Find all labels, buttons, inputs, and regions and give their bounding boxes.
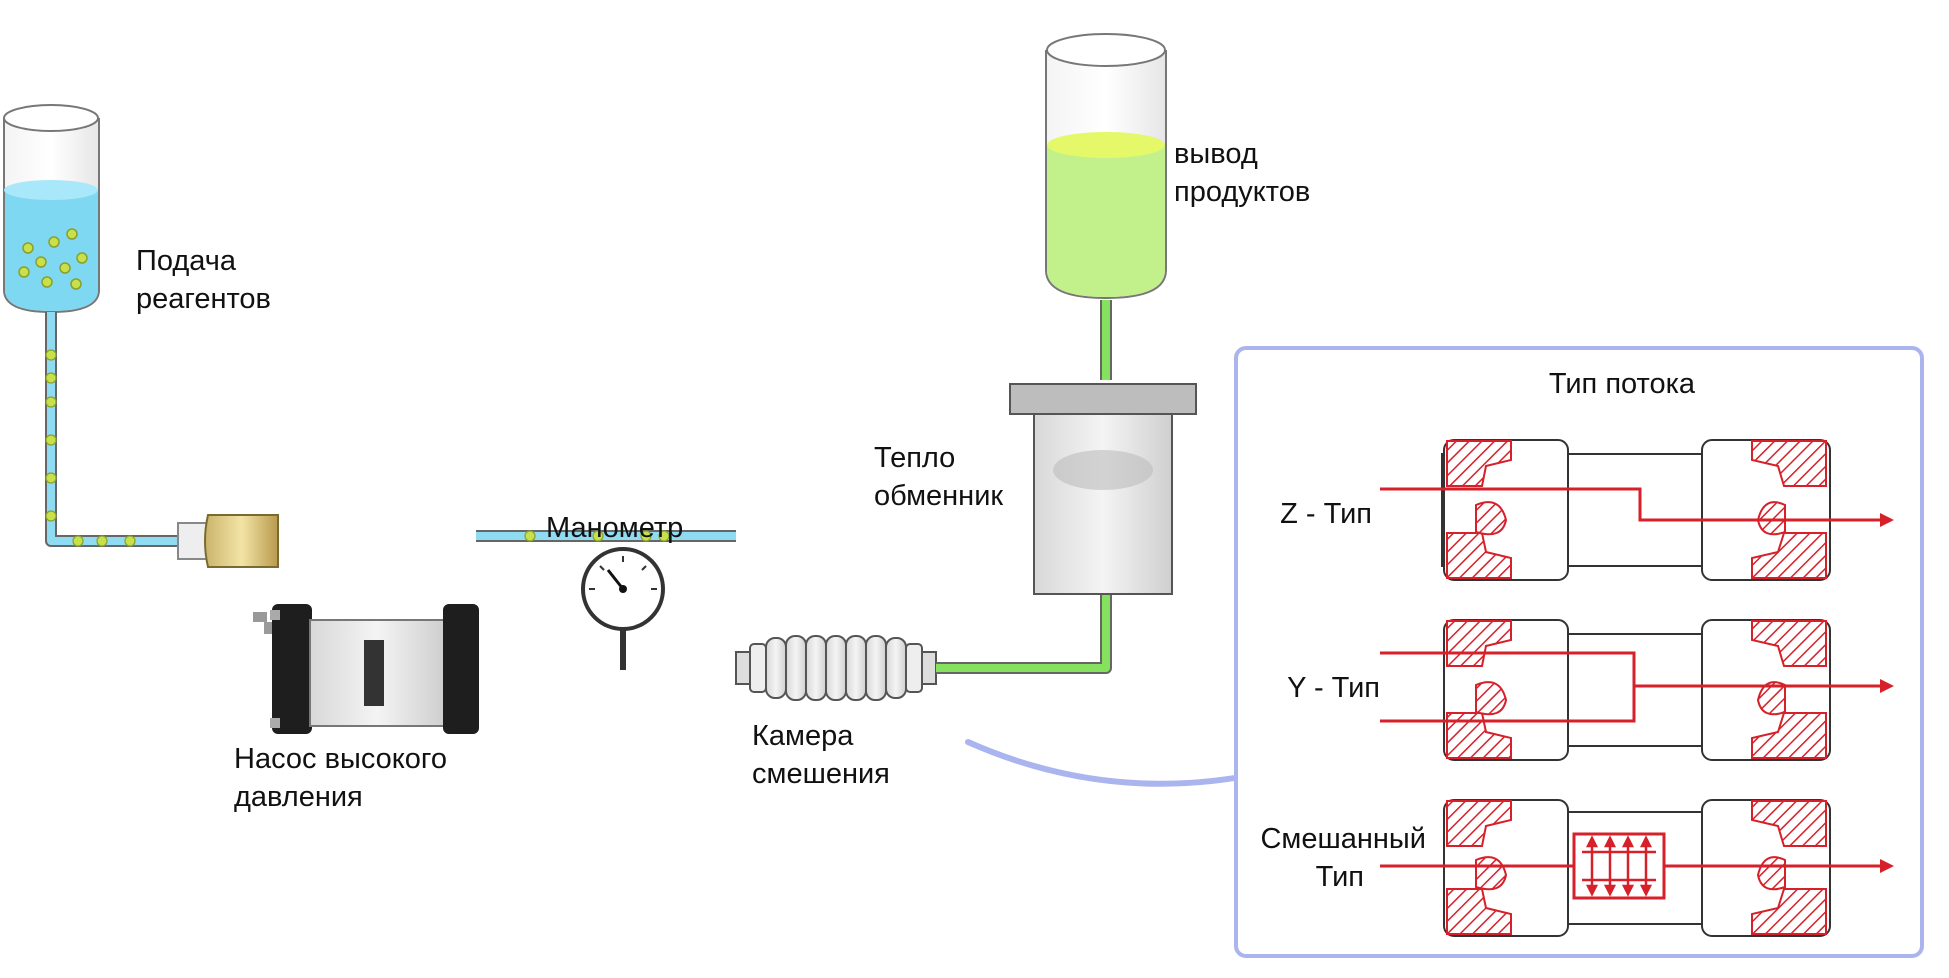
manometer-gauge: [581, 547, 665, 670]
flow-panel-title: Тип потока: [1549, 368, 1696, 400]
heat-exchanger: [1009, 383, 1197, 595]
heat-exchanger-label: Тепло обменник: [874, 442, 1003, 512]
manometer-label: Манометр: [546, 512, 683, 544]
flow-type-mixed-diagram: [1380, 799, 1894, 937]
product-liquid: [1047, 145, 1165, 297]
reagent-feed-label: Подача реагентов: [136, 245, 271, 315]
flow-type-z-label: Z - Тип: [1280, 498, 1372, 530]
reagent-tube: [45, 312, 736, 547]
high-pressure-pump: [177, 514, 479, 734]
mixing-chamber: [735, 635, 937, 701]
reagent-liquid: [5, 190, 98, 311]
product-output-cylinder: [1045, 33, 1167, 300]
reagent-bubbles: [18, 228, 88, 290]
product-tube: [936, 300, 1112, 674]
flow-type-z-diagram: [1380, 439, 1894, 581]
pump-label: Насос высокого давления: [234, 743, 455, 813]
mixing-chamber-label: Камера смешения: [752, 720, 890, 790]
product-output-label: вывод продуктов: [1174, 138, 1310, 208]
flow-type-mixed-label: Смешанный Тип: [1260, 823, 1434, 893]
reagent-feed-cylinder: [3, 104, 100, 314]
flow-type-y-label: Y - Тип: [1287, 672, 1380, 704]
flow-type-y-diagram: [1380, 619, 1894, 761]
